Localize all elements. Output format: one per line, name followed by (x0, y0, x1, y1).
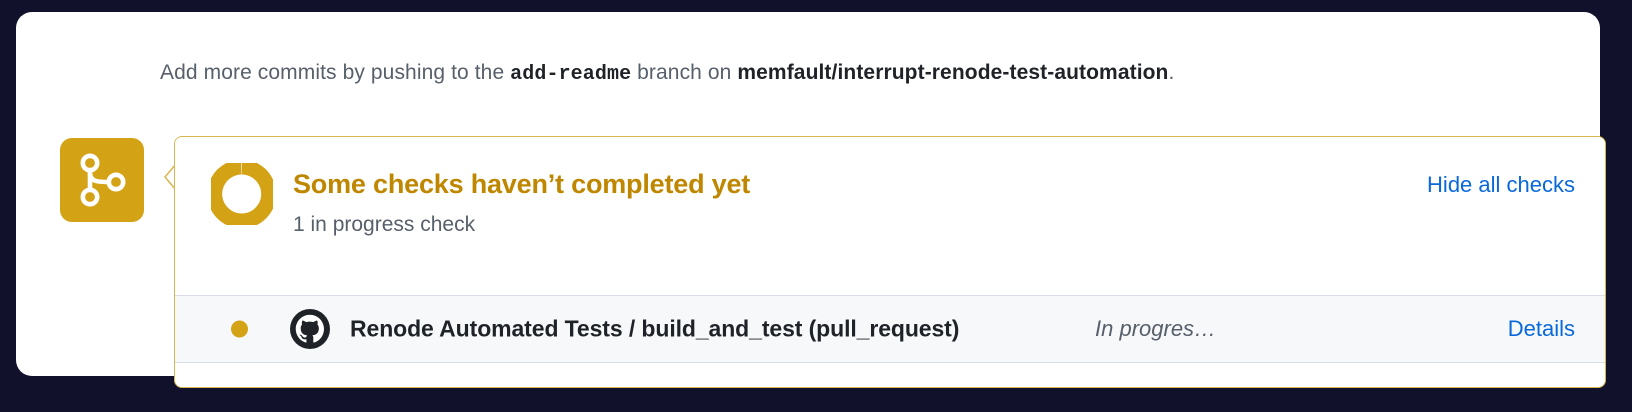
checks-footer-filler (175, 363, 1605, 387)
check-name: Renode Automated Tests / build_and_test … (350, 315, 960, 342)
github-octocat-icon (290, 309, 330, 349)
commit-hint: Add more commits by pushing to the add-r… (160, 58, 1174, 90)
checks-header: Some checks haven’t completed yet 1 in p… (175, 137, 1605, 296)
page-card: Add more commits by pushing to the add-r… (16, 12, 1606, 388)
callout-arrow-fill (166, 164, 177, 190)
in-progress-dot-icon (231, 320, 248, 338)
repository-name: memfault/interrupt-renode-test-automatio… (737, 61, 1169, 84)
checks-callout-box: Some checks haven’t completed yet 1 in p… (174, 136, 1606, 388)
commit-hint-suffix: . (1168, 61, 1175, 84)
hide-all-checks-link[interactable]: Hide all checks (1427, 172, 1575, 197)
checks-title: Some checks haven’t completed yet (293, 169, 751, 199)
commit-hint-middle: branch on (631, 61, 738, 84)
branch-name: add-readme (510, 63, 632, 86)
check-state: In progres… (1095, 316, 1217, 341)
check-details-link[interactable]: Details (1507, 316, 1575, 341)
merge-status-avatar (60, 138, 144, 222)
table-row[interactable]: Renode Automated Tests / build_and_test … (175, 296, 1605, 363)
checks-subtitle: 1 in progress check (293, 213, 476, 236)
git-branch-icon (77, 153, 127, 207)
commit-hint-prefix: Add more commits by pushing to the (160, 61, 511, 84)
in-progress-ring-icon (207, 159, 277, 229)
